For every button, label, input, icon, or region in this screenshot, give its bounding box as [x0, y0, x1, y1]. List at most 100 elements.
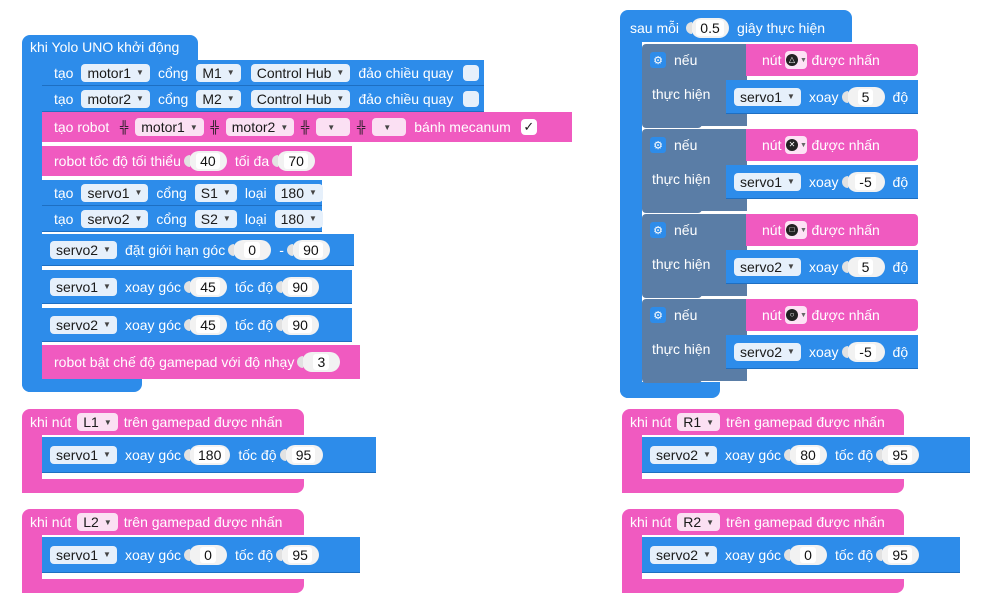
- event-servo-dropdown[interactable]: servo2▼: [650, 445, 717, 464]
- motor2-name-dropdown[interactable]: motor2▼: [81, 89, 150, 108]
- motor2-reverse-checkbox[interactable]: [463, 90, 480, 107]
- rotate-label: xoay: [808, 343, 839, 360]
- gear-icon[interactable]: ⚙: [650, 307, 666, 323]
- speed-label: tốc độ: [835, 446, 874, 463]
- gamepad-button-dropdown[interactable]: ○▼: [785, 306, 808, 324]
- event-speed-input[interactable]: 95: [279, 444, 323, 465]
- event-button-dropdown[interactable]: R2▼: [677, 513, 721, 531]
- robot-create-block[interactable]: tạo robot ╬ motor1▼ ╬ motor2▼ ╬ ▼ ╬ ▼ bá…: [42, 112, 572, 142]
- rotate-amount-input[interactable]: -5: [841, 171, 885, 192]
- event-angle-input[interactable]: 180: [183, 444, 231, 465]
- event-servo-rotate-block[interactable]: servo2▼ xoay góc 80 tốc độ 95: [642, 437, 970, 473]
- servo-rotate-block[interactable]: servo1▼ xoay -5 độ: [726, 165, 918, 199]
- servo1-angle-input[interactable]: 45: [184, 276, 227, 297]
- servo1-port-dropdown[interactable]: S1▼: [194, 183, 237, 202]
- loop-hat[interactable]: [620, 10, 852, 42]
- gamepad-event-hat[interactable]: [622, 409, 904, 435]
- rotate-amount-input[interactable]: 5: [841, 256, 885, 277]
- motor1-create-block[interactable]: tạo motor1▼ cổng M1▼ Control Hub▼ đảo ch…: [42, 60, 484, 86]
- motor1-port-dropdown[interactable]: M1▼: [196, 63, 241, 82]
- motor1-hub-dropdown[interactable]: Control Hub▼: [250, 63, 351, 82]
- robot-motor2-dropdown[interactable]: motor2▼: [225, 118, 295, 136]
- speed-max-input[interactable]: 70: [272, 151, 316, 171]
- event-servo-rotate-block[interactable]: servo1▼ xoay góc 0 tốc độ 95: [42, 537, 360, 573]
- startup-body[interactable]: [22, 58, 42, 392]
- servo2-name-dropdown[interactable]: servo2▼: [81, 209, 149, 228]
- gamepad-button-dropdown[interactable]: △▼: [785, 51, 808, 69]
- motor1-reverse-checkbox[interactable]: [463, 64, 480, 81]
- motor1-name-dropdown[interactable]: motor1▼: [81, 63, 150, 82]
- event-servo-rotate-block[interactable]: servo2▼ xoay góc 0 tốc độ 95: [642, 537, 960, 573]
- servo2-rotate-block[interactable]: servo2▼ xoay góc 45 tốc độ 90: [42, 308, 352, 342]
- servo-rotate-block[interactable]: servo2▼ xoay -5 độ: [726, 335, 918, 369]
- gear-icon[interactable]: ⚙: [650, 137, 666, 153]
- event-button-dropdown[interactable]: L2▼: [77, 513, 118, 531]
- robot-motor3-dropdown[interactable]: ▼: [316, 118, 351, 136]
- gamepad-button-condition[interactable]: nút ✕▼ được nhấn: [746, 129, 918, 161]
- servo2-limit-block[interactable]: servo2▼ đặt giới hạn góc 0 - 90: [42, 234, 354, 266]
- event-servo-dropdown[interactable]: servo1▼: [50, 445, 117, 464]
- servo2-rotate-dropdown[interactable]: servo2▼: [50, 315, 117, 334]
- robot-motor4-dropdown[interactable]: ▼: [372, 118, 407, 136]
- servo2-limit-dropdown[interactable]: servo2▼: [50, 240, 117, 259]
- gamepad-mode-block[interactable]: robot bật chế độ gamepad với độ nhạy 3: [42, 345, 360, 379]
- servo2-speed-input[interactable]: 90: [276, 314, 320, 335]
- speed-min-input[interactable]: 40: [183, 151, 227, 171]
- create-label: tạo: [54, 210, 74, 227]
- gear-icon[interactable]: ⚙: [650, 222, 666, 238]
- event-button-dropdown[interactable]: R1▼: [677, 413, 721, 431]
- event-angle-input[interactable]: 0: [184, 544, 227, 565]
- gamepad-button-condition[interactable]: nút □▼ được nhấn: [746, 214, 918, 246]
- servo1-name-dropdown[interactable]: servo1▼: [81, 183, 149, 202]
- motor2-create-block[interactable]: tạo motor2▼ cổng M2▼ Control Hub▼ đảo ch…: [42, 86, 484, 112]
- event-angle-input[interactable]: 0: [784, 544, 827, 565]
- rotate-amount-input[interactable]: 5: [841, 86, 885, 107]
- gamepad-button-dropdown[interactable]: □▼: [785, 221, 808, 239]
- port-label: cổng: [157, 90, 189, 107]
- servo1-create-block[interactable]: tạo servo1▼ cổng S1▼ loại 180▼: [42, 180, 323, 206]
- robot-motor1-dropdown[interactable]: motor1▼: [135, 118, 204, 136]
- gear-icon[interactable]: ⚙: [650, 52, 666, 68]
- servo1-rotate-block[interactable]: servo1▼ xoay góc 45 tốc độ 90: [42, 270, 352, 304]
- servo1-type-dropdown[interactable]: 180▼: [274, 183, 323, 202]
- limit-max-input[interactable]: 90: [286, 239, 330, 260]
- event-speed-input[interactable]: 95: [876, 444, 920, 465]
- event-angle-input[interactable]: 80: [784, 444, 827, 465]
- rotate-amount-input[interactable]: -5: [841, 341, 885, 362]
- event-button-dropdown[interactable]: L1▼: [77, 413, 118, 431]
- servo2-port-dropdown[interactable]: S2▼: [194, 209, 237, 228]
- event-speed-input[interactable]: 95: [276, 544, 320, 565]
- servo-dropdown[interactable]: servo1▼: [734, 87, 801, 106]
- gamepad-button-condition[interactable]: nút ○▼ được nhấn: [746, 299, 918, 331]
- event-servo-dropdown[interactable]: servo1▼: [50, 545, 117, 564]
- event-servo-rotate-block[interactable]: servo1▼ xoay góc 180 tốc độ 95: [42, 437, 376, 473]
- motor2-port-dropdown[interactable]: M2▼: [196, 89, 241, 108]
- motor2-hub-dropdown[interactable]: Control Hub▼: [250, 89, 351, 108]
- servo-rotate-block[interactable]: servo2▼ xoay 5 độ: [726, 250, 918, 284]
- loop-body[interactable]: [620, 40, 642, 398]
- servo-rotate-block[interactable]: servo1▼ xoay 5 độ: [726, 80, 918, 114]
- event-servo-dropdown[interactable]: servo2▼: [650, 545, 717, 564]
- gamepad-button-condition[interactable]: nút △▼ được nhấn: [746, 44, 918, 76]
- servo2-create-block[interactable]: tạo servo2▼ cổng S2▼ loại 180▼: [42, 206, 323, 232]
- servo-dropdown[interactable]: servo2▼: [734, 342, 801, 361]
- servo1-rotate-dropdown[interactable]: servo1▼: [50, 277, 117, 296]
- gamepad-event-hat[interactable]: [22, 509, 304, 535]
- event-speed-input[interactable]: 95: [876, 544, 920, 565]
- startup-hat[interactable]: [22, 35, 198, 61]
- servo2-type-dropdown[interactable]: 180▼: [274, 209, 323, 228]
- mecanum-checkbox[interactable]: ✓: [520, 119, 537, 135]
- servo-dropdown[interactable]: servo2▼: [734, 257, 801, 276]
- event-header: khi nút R1▼ trên gamepad được nhấn: [630, 413, 885, 431]
- speed-label: tốc độ: [238, 446, 277, 463]
- gamepad-sensitivity-input[interactable]: 3: [297, 352, 341, 372]
- servo-dropdown[interactable]: servo1▼: [734, 172, 801, 191]
- servo2-angle-input[interactable]: 45: [184, 314, 227, 335]
- servo1-speed-input[interactable]: 90: [276, 276, 320, 297]
- limit-min-input[interactable]: 0: [228, 239, 272, 260]
- interval-input[interactable]: 0.5: [686, 18, 730, 38]
- robot-speed-block[interactable]: robot tốc độ tối thiểu 40 tối đa 70: [42, 146, 352, 176]
- gamepad-button-dropdown[interactable]: ✕▼: [785, 136, 808, 154]
- gamepad-event-hat[interactable]: [622, 509, 904, 535]
- gamepad-event-hat[interactable]: [22, 409, 304, 435]
